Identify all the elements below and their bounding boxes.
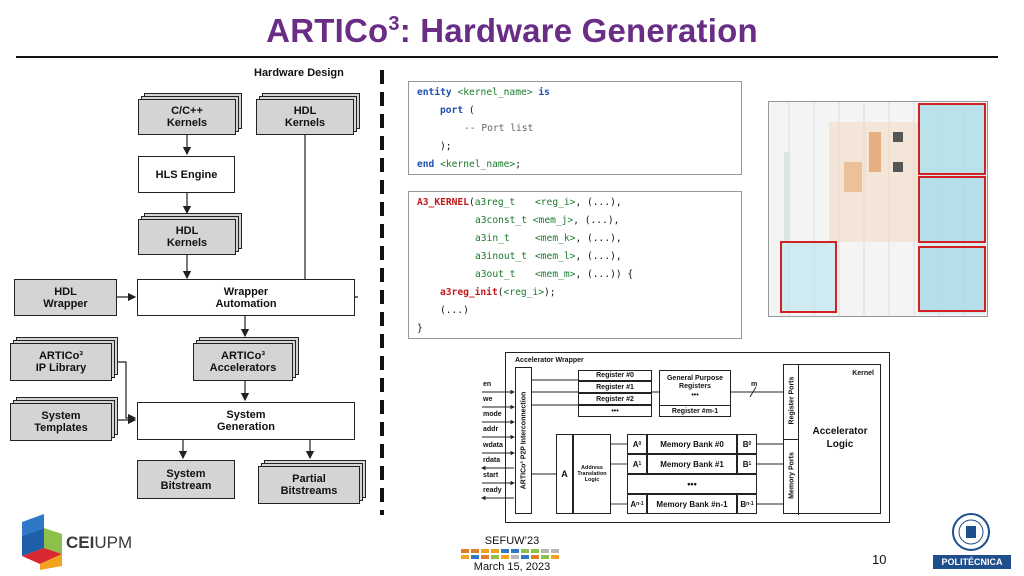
event-name: SEFUW’23 [484,535,540,547]
accelerators: ARTICo³ Accelerators [193,343,293,381]
partial-bitstreams-stack: Partial Bitstreams [258,460,366,504]
section-divider [380,70,384,515]
signal-en: en [483,381,492,388]
memory-bank-1: Memory Bank #1 [647,454,737,474]
memory-bank-dots: ••• [627,474,757,494]
slide-title: ARTICo3: Hardware Generation [266,12,758,49]
hdl-kernels-mid-stack: HDL Kernels [138,213,242,255]
politecnica-logo: POLITÉCNICA [933,555,1011,569]
memory-bank-n-1: Memory Bank #n-1 [647,494,737,514]
signal-rdata: rdata [483,457,501,464]
hls-engine: HLS Engine [138,156,235,193]
gp-dots: ••• [691,392,699,399]
signal-ready: ready [483,487,502,494]
system-templates: System Templates [10,403,112,441]
memory-ports: Memory Ports [784,439,799,515]
hardware-design-heading: Hardware Design [254,67,344,79]
register-2: Register #2 [578,393,652,405]
hdl-kernels-mid: HDL Kernels [138,219,236,255]
fpga-floorplan-image [768,101,988,317]
m-label: m [751,381,758,388]
a3-kernel-code: A3_KERNEL(a3reg_t <reg_i>, (...), a3cons… [408,191,742,339]
register-0: Register #0 [578,370,652,381]
floorplan-graphic [769,102,987,316]
cei-upm-logo [18,514,68,570]
page-number: 10 [872,552,887,567]
cpp-kernels-stack: C/C++ Kernels [138,93,242,135]
accelerator-wrapper: Accelerator Wrapper [505,352,890,523]
ip-library-stack: ARTICo³ IP Library [10,337,118,381]
p2p-interconnection: ARTICo³ P2P Interconnection [515,367,532,514]
memory-bank-0: Memory Bank #0 [647,434,737,454]
kernel-label: Kernel [852,370,874,377]
system-templates-stack: System Templates [10,397,118,441]
register-ports: Register Ports [784,365,799,439]
signal-wdata: wdata [483,442,503,449]
partial-bitstreams: Partial Bitstreams [258,466,360,504]
event-date: March 15, 2023 [473,561,551,573]
system-bitstream: System Bitstream [137,460,235,499]
wrapper-automation: Wrapper Automation [137,279,355,316]
cpp-kernels: C/C++ Kernels [138,99,236,135]
hdl-wrapper: HDL Wrapper [14,279,117,316]
a-port-block: A [556,434,573,514]
accelerator-wrapper-title: Accelerator Wrapper [515,357,584,364]
register-m-1: Register #m-1 [659,405,731,417]
ip-library: ARTICo³ IP Library [10,343,112,381]
gp-title: General Purpose Registers [666,375,724,390]
vhdl-entity-code: entity <kernel_name> is port ( -- Port l… [408,81,742,175]
hdl-kernels-top: HDL Kernels [256,99,354,135]
signal-start: start [483,472,499,479]
signal-mode: mode [483,411,502,418]
register-1: Register #1 [578,381,652,393]
hdl-kernels-top-stack: HDL Kernels [256,93,360,135]
cei-upm-wordmark: CEIUPM [66,533,133,552]
upm-crest-icon [951,512,991,552]
kernel-block: Kernel Register Ports Memory Ports Accel… [783,364,881,515]
address-translation-logic: Address Translation Logic [573,434,611,514]
title-rule [16,56,998,58]
register-dots: ••• [578,405,652,417]
cei-logo-icon [22,514,62,570]
accelerators-stack: ARTICo³ Accelerators [193,337,299,381]
accelerator-logic: Accelerator Logic [812,426,868,450]
signal-we: we [483,396,493,403]
system-generation: System Generation [137,402,355,440]
signal-addr: addr [483,426,499,433]
color-bar [461,549,559,559]
